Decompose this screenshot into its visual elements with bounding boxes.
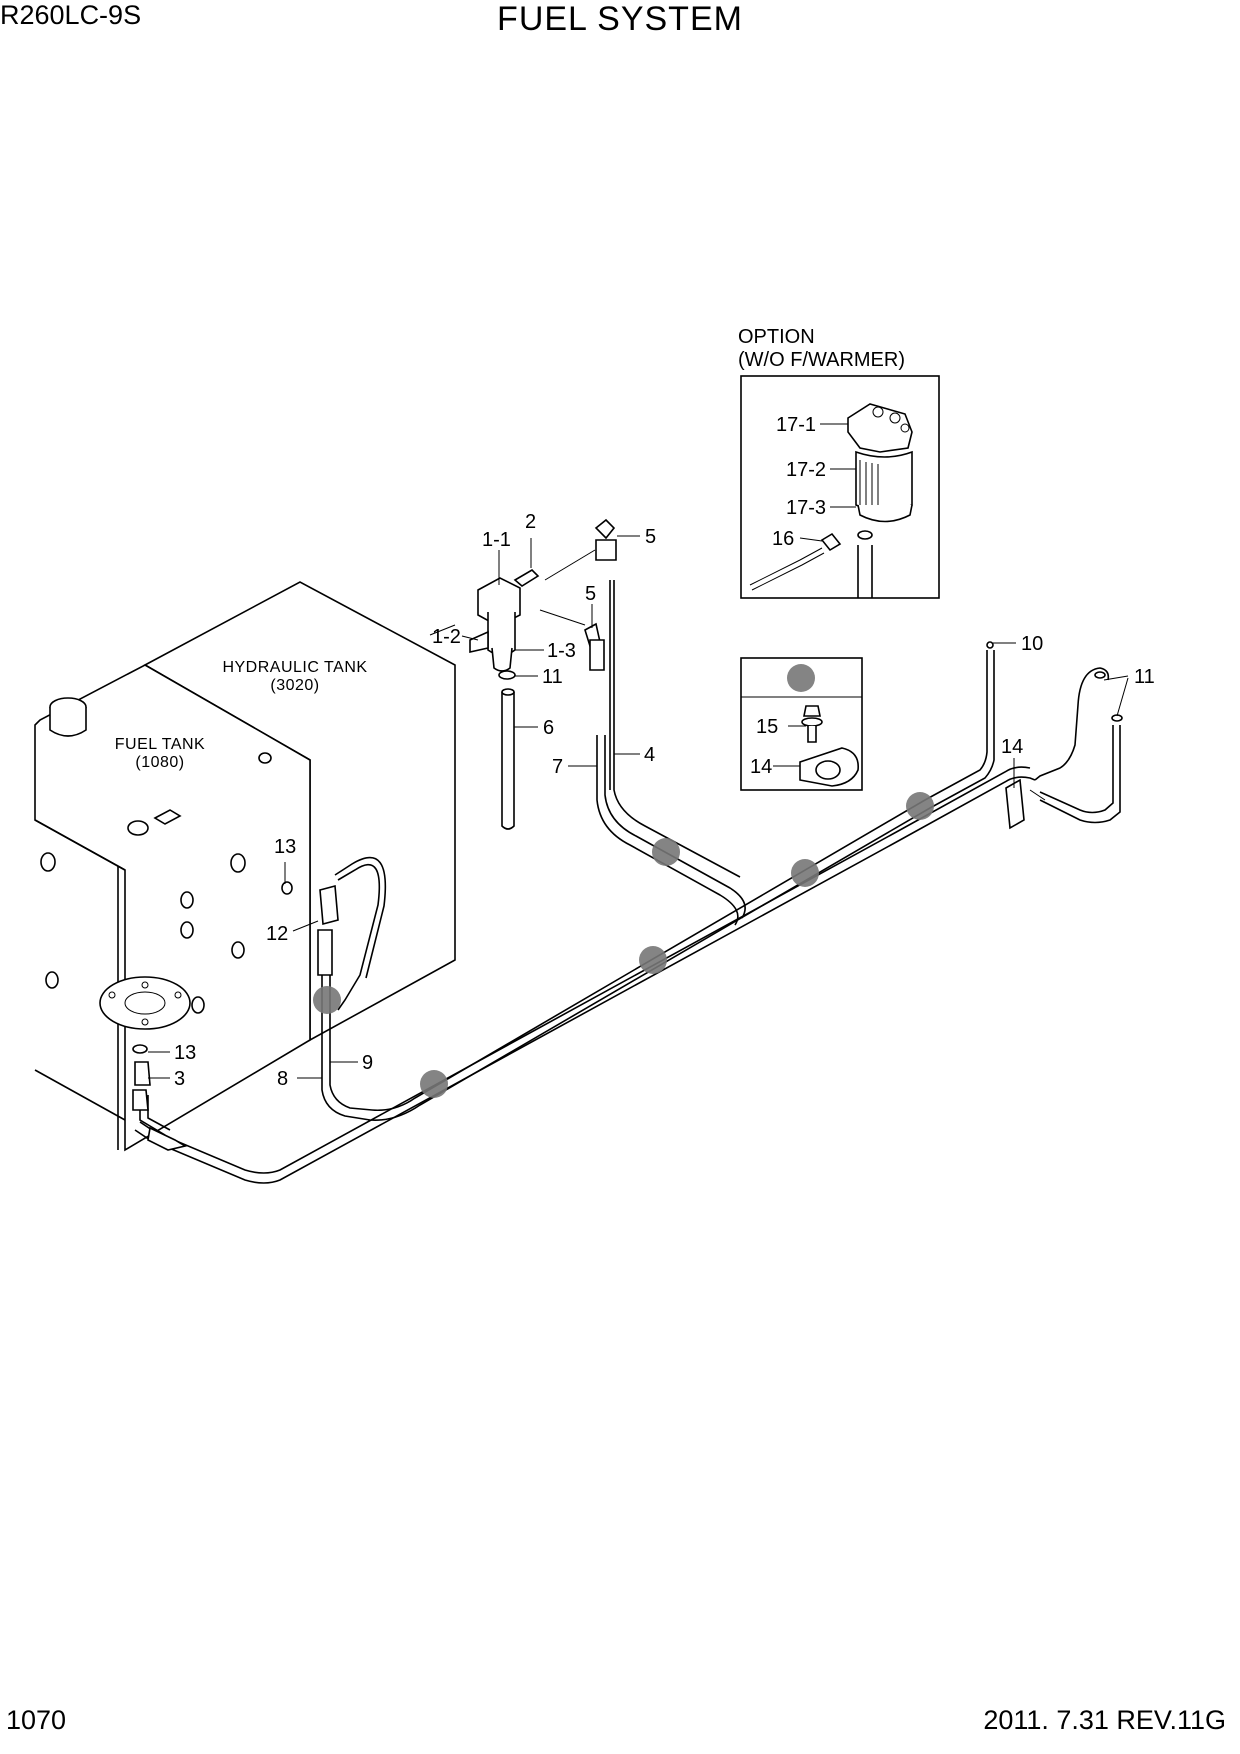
option-title-line1: OPTION [738, 326, 815, 348]
page-title: FUEL SYSTEM [497, 0, 743, 38]
tank-fittings [132, 881, 339, 1111]
callout-6: 6 [543, 717, 554, 739]
page-number: 1070 [6, 1705, 67, 1735]
clamp-detail-box: 15 14 [740, 657, 863, 791]
callout-14: 14 [1001, 736, 1023, 758]
label-15: 15 [756, 716, 778, 738]
clamp-marker [906, 792, 934, 820]
option-title-line2: (W/O F/WARMER) [738, 349, 905, 371]
callout-13-lower: 13 [174, 1042, 196, 1064]
clamp-marker-legend [787, 664, 815, 692]
clamp-marker [313, 986, 341, 1014]
callout-12: 12 [266, 923, 288, 945]
callout-13-upper: 13 [274, 836, 296, 858]
fuel-tank-code: (1080) [135, 754, 184, 771]
label-16: 16 [772, 528, 794, 550]
callout-5-mid: 5 [585, 583, 596, 605]
fuel-tank-name: FUEL TANK [115, 736, 205, 753]
label-17-1: 17-1 [776, 414, 816, 436]
option-box: OPTION (W/O F/WARMER) 17-1 17-2 17-3 16 [738, 326, 940, 599]
hydraulic-tank-code: (3020) [270, 677, 319, 694]
fuel-filter-assembly [429, 518, 617, 830]
label-14-detail: 14 [750, 756, 772, 778]
clamp-marker [652, 838, 680, 866]
callout-11-right: 11 [1134, 666, 1155, 688]
callout-7: 7 [552, 756, 563, 778]
callout-1-3: 1-3 [547, 640, 576, 662]
callout-1-1: 1-1 [482, 529, 511, 551]
callout-9: 9 [362, 1052, 373, 1074]
callout-8: 8 [277, 1068, 288, 1090]
callout-11-filter: 11 [542, 666, 563, 688]
hydraulic-tank-name: HYDRAULIC TANK [222, 659, 367, 676]
callout-2: 2 [525, 511, 536, 533]
callout-leaders [148, 535, 1129, 1079]
label-17-2: 17-2 [786, 459, 826, 481]
clamp-marker [420, 1070, 448, 1098]
callout-1-2: 1-2 [432, 626, 461, 648]
fuel-lines [134, 580, 1123, 1184]
callout-5-top: 5 [645, 526, 656, 548]
callout-3: 3 [174, 1068, 185, 1090]
revision-date: 2011. 7.31 REV.11G [983, 1705, 1226, 1735]
callout-labels: 1-1 2 5 5 1-2 1-3 11 6 7 4 10 11 14 13 1… [174, 511, 1155, 1090]
clamp-marker [639, 946, 667, 974]
callout-10: 10 [1021, 633, 1043, 655]
clamp-markers [313, 792, 934, 1098]
fuel-tank: FUEL TANK (1080) [34, 664, 311, 1152]
clamp-marker [791, 859, 819, 887]
callout-4: 4 [644, 744, 655, 766]
model-number: R260LC-9S [0, 0, 142, 30]
label-17-3: 17-3 [786, 497, 826, 519]
